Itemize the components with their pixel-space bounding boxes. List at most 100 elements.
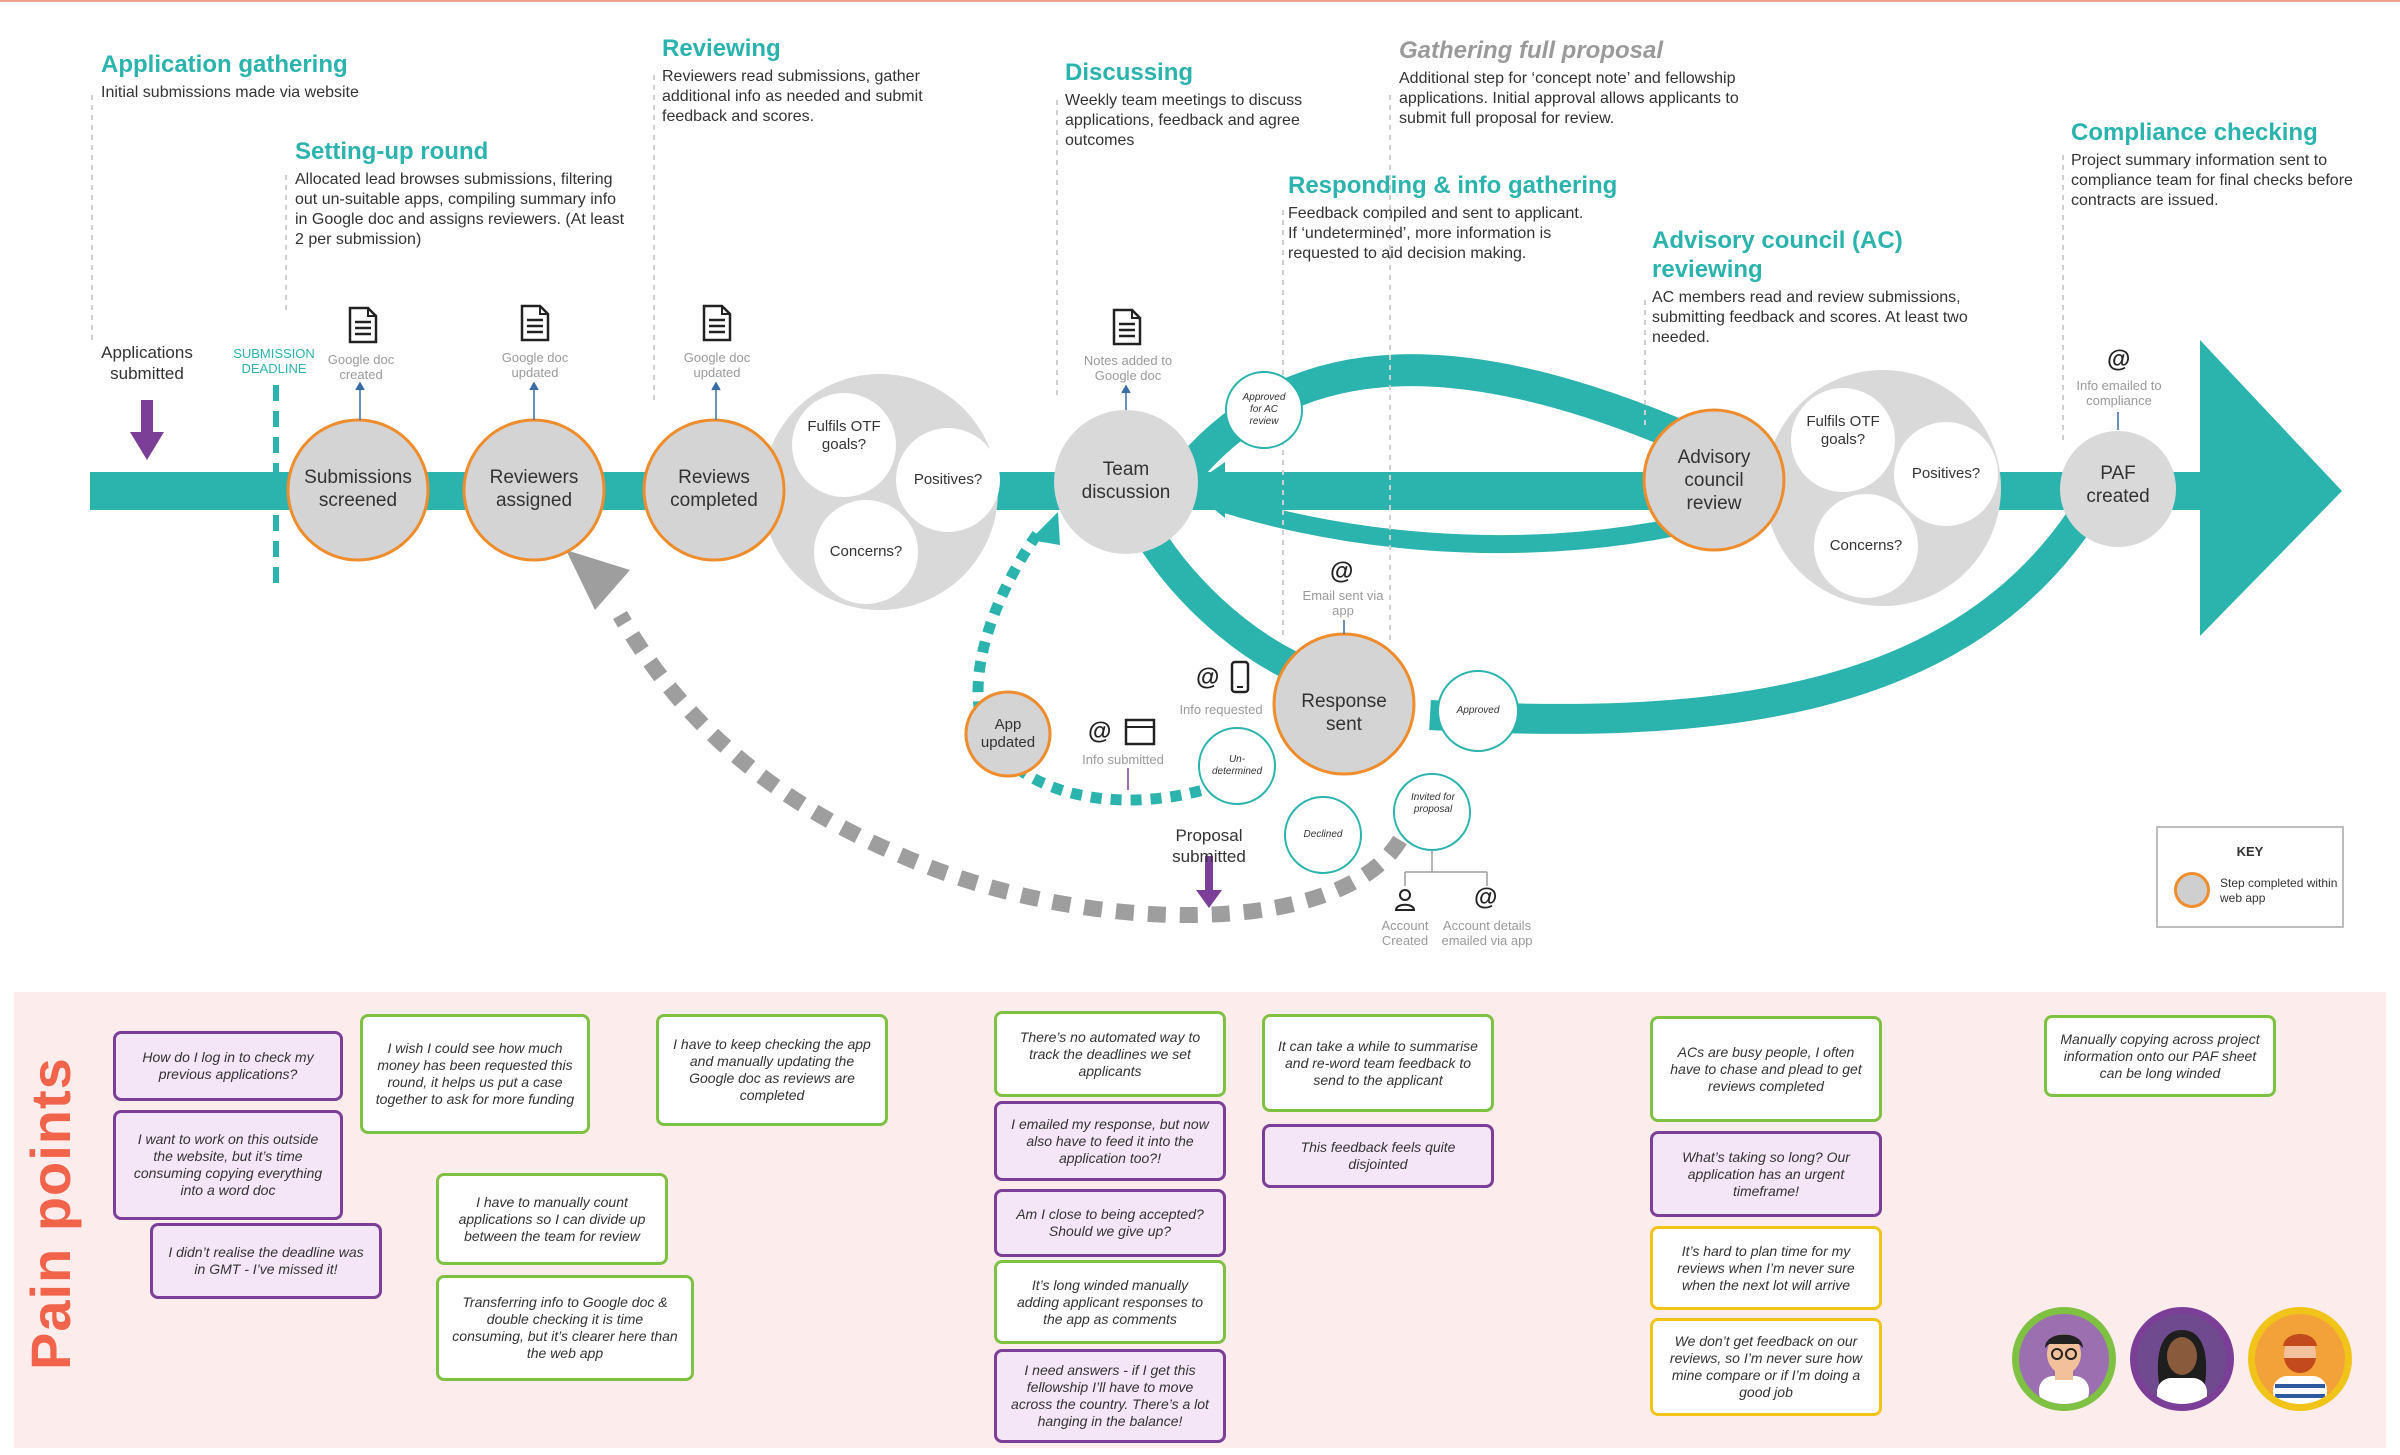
pain-point-note: I didn’t realise the deadline was in GMT… — [150, 1223, 382, 1299]
key-title: KEY — [2236, 844, 2264, 859]
avatar-reviewer-persona — [2248, 1307, 2352, 1411]
pain-point-note: I emailed my response, but now also have… — [994, 1101, 1226, 1181]
outcome-declined — [1284, 796, 1362, 874]
stage-application-gathering: Application gathering Initial submission… — [101, 50, 401, 103]
flow-approved-to-paf — [1429, 511, 2093, 734]
document-icon — [702, 304, 732, 342]
process-flow-diagram — [90, 75, 2342, 923]
applications-submitted-label: Applications submitted — [101, 343, 193, 383]
down-arrow-icon — [1196, 856, 1222, 908]
artifact-connectors — [355, 381, 2119, 634]
document-icon — [1112, 308, 1142, 346]
ac-q-concerns-label: Concerns? — [1829, 537, 1903, 554]
artifact-email-sent: Email sent via app — [1302, 588, 1384, 618]
at-icon: @ — [1474, 884, 1498, 911]
review-q-concerns — [814, 500, 918, 604]
pain-points-title: Pain points — [19, 1057, 82, 1370]
artifact-gdoc-created: Google doc created — [327, 352, 395, 382]
stage-compliance-checking: Compliance checking Project summary info… — [2071, 118, 2371, 211]
artifact-gdoc-updated: Google doc updated — [683, 350, 751, 380]
person-icon — [1394, 889, 1416, 911]
outcome-label-approved: Approved — [1456, 705, 1500, 716]
artifact-gdoc-updated: Google doc updated — [501, 350, 569, 380]
stage-title: Compliance checking — [2071, 119, 2318, 146]
pain-point-note: Transferring info to Google doc & double… — [436, 1275, 694, 1381]
at-icon: @ — [1088, 718, 1112, 745]
stage-description: AC members read and review submissions, … — [1652, 289, 1968, 346]
pain-point-note: It can take a while to summarise and re-… — [1262, 1014, 1494, 1112]
step-submissions-screened — [286, 418, 430, 562]
phone-icon — [1230, 660, 1250, 694]
step-label-advisory-council-review: Advisory council review — [1677, 447, 1751, 514]
stage-description: Additional step for ‘concept note’ and f… — [1399, 70, 1739, 127]
top-rule — [0, 0, 2400, 2]
stage-description: Feedback compiled and sent to applicant.… — [1288, 205, 1584, 262]
key-legend: KEY Step completed within web app — [2156, 826, 2344, 928]
step-app-updated — [964, 690, 1052, 778]
step-label-paf-created: PAF created — [2086, 463, 2150, 507]
stage-description: Project summary information sent to comp… — [2071, 152, 2353, 209]
ac-q-positives-label: Positives? — [1911, 465, 1981, 482]
stage-description: Reviewers read submissions, gather addit… — [662, 68, 923, 125]
ac-reviews-complete-label: (AC reviews complete) — [1531, 471, 1619, 508]
review-q-positives-label: Positives? — [913, 471, 983, 488]
stage-description: Weekly team meetings to discuss applicat… — [1065, 92, 1303, 149]
pain-point-note: I wish I could see how much money has be… — [360, 1014, 590, 1134]
stage-title: Reviewing — [662, 35, 781, 62]
pain-point-note: It’s long winded manually adding applica… — [994, 1260, 1226, 1344]
pain-point-note: Am I close to being accepted? Should we … — [994, 1189, 1226, 1257]
stage-title: Setting-up round — [295, 138, 489, 165]
avatar-staff-persona — [2012, 1307, 2116, 1411]
stage-title: Advisory council (AC) reviewing — [1652, 227, 1903, 283]
ac-return-arrowhead — [1188, 462, 1225, 518]
person-icon — [2273, 1334, 2327, 1404]
step-advisory-council-review — [1642, 408, 1786, 552]
outcome-undetermined — [1198, 727, 1276, 805]
pain-point-note: We don’t get feedback on our reviews, so… — [1650, 1318, 1882, 1416]
at-icon: @ — [2107, 346, 2131, 373]
ac-q-fulfils-label: Fulfils OTF goals? — [1806, 413, 1880, 448]
proposal-submitted-label: Proposal submitted — [1172, 826, 1246, 866]
step-label-submissions-screened: Submissions screened — [304, 467, 412, 511]
pain-point-note: This feedback feels quite disjointed — [1262, 1124, 1494, 1188]
stage-responding-info-gathering: Responding & info gathering Feedback com… — [1288, 171, 1618, 264]
main-timeline-arrowhead — [2200, 340, 2342, 636]
pain-point-note: There’s no automated way to track the de… — [994, 1011, 1226, 1097]
invited-bracket — [1404, 850, 1488, 886]
ac-q-positives — [1894, 422, 1998, 526]
artifact-info-submitted: Info submitted — [1082, 752, 1164, 767]
pain-point-note: Manually copying across project informat… — [2044, 1015, 2276, 1097]
pain-point-note: I have to manually count applications so… — [436, 1173, 668, 1265]
outcome-approved — [1437, 670, 1519, 752]
outcome-label-invited: Invited for proposal — [1411, 792, 1455, 815]
pain-point-note: ACs are busy people, I often have to cha… — [1650, 1016, 1882, 1122]
stage-title: Gathering full proposal — [1399, 37, 1664, 64]
at-icon: @ — [1330, 558, 1354, 585]
review-q-fulfils-label: Fulfils OTF goals? — [807, 418, 881, 453]
stage-title: Discussing — [1065, 59, 1194, 86]
pain-point-note: I want to work on this outside the websi… — [113, 1110, 343, 1220]
step-label-response-sent: Response sent — [1301, 691, 1387, 735]
stage-title: Responding & info gathering — [1288, 172, 1618, 199]
stage-discussing: Discussing Weekly team meetings to discu… — [1065, 58, 1355, 151]
outcome-label-declined: Declined — [1303, 829, 1343, 840]
stage-title: Application gathering — [101, 51, 348, 78]
stage-setting-up-round: Setting-up round Allocated lead browses … — [295, 137, 625, 250]
review-q-positives — [896, 428, 1000, 532]
stage-gathering-full-proposal: Gathering full proposal Additional step … — [1399, 36, 1779, 129]
outcome-label-undetermined: Un-determined — [1211, 754, 1263, 777]
step-label-team-discussion: Team discussion — [1081, 459, 1171, 503]
stage-description: Allocated lead browses submissions, filt… — [295, 171, 625, 248]
undetermined-loop-arrowhead — [1030, 512, 1060, 545]
stage-advisory-council-reviewing: Advisory council (AC) reviewing AC membe… — [1652, 226, 1992, 348]
artifact-notes-added: Notes added to Google doc — [1083, 353, 1173, 383]
outcome-label-approved-for-ac: Approved for AC review — [1242, 392, 1286, 427]
flow-proposal-loop — [613, 611, 1407, 923]
step-reviews-completed — [642, 418, 786, 562]
stage-reviewing: Reviewing Reviewers read submissions, ga… — [662, 34, 962, 127]
avatar-applicant-persona — [2130, 1307, 2234, 1411]
document-icon — [520, 304, 550, 342]
at-icon: @ — [1196, 664, 1220, 691]
pain-point-note: What’s taking so long? Our application h… — [1650, 1131, 1882, 1217]
document-icon — [348, 306, 378, 344]
